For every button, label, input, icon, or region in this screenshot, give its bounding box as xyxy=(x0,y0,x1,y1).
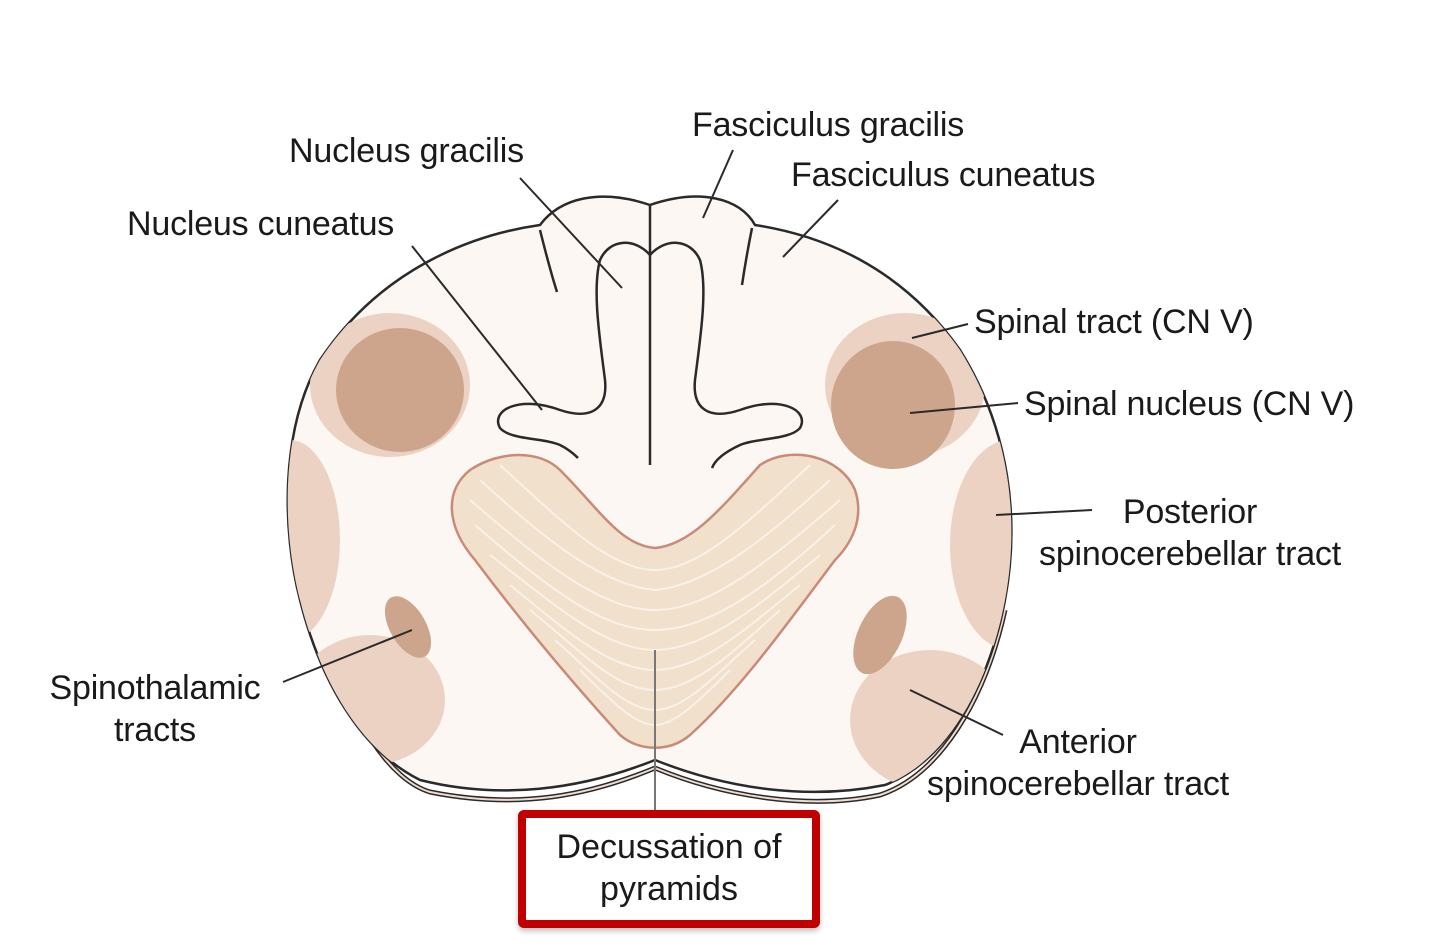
label-decussation-line1: Decussation of xyxy=(556,828,782,866)
right-spinal-nucleus-cnv xyxy=(831,341,955,469)
leader-spinothalamic xyxy=(282,629,413,683)
label-posterior-spinocerebellar-line1: Posterior xyxy=(1122,493,1258,531)
label-nucleus-cuneatus: Nucleus cuneatus xyxy=(127,205,395,243)
label-spinothalamic-line2: tracts xyxy=(114,711,196,749)
label-fasciculus-gracilis: Fasciculus gracilis xyxy=(692,106,965,144)
right-gracile-nucleus-outline xyxy=(649,241,804,469)
leader-fasciculus-gracilis xyxy=(702,149,734,219)
highlighted-label-box: Decussation of pyramids xyxy=(518,810,820,928)
label-spinothalamic-line1: Spinothalamic xyxy=(49,669,261,707)
pyramids xyxy=(450,453,860,749)
left-spinothalamic-tract xyxy=(384,596,432,658)
left-spinal-nucleus-cnv xyxy=(336,328,464,452)
leader-fasciculus-cuneatus xyxy=(782,199,839,258)
right-posterior-spinocerebellar-tract xyxy=(950,440,1012,650)
label-posterior-spinocerebellar-tract: Posterior spinocerebellar tract xyxy=(1018,491,1362,575)
label-spinal-tract-cnv: Spinal tract (CN V) xyxy=(974,303,1254,341)
label-posterior-spinocerebellar-line2: spinocerebellar tract xyxy=(1039,535,1341,573)
label-fasciculus-cuneatus: Fasciculus cuneatus xyxy=(791,156,1096,194)
label-decussation-of-pyramids: Decussation of pyramids xyxy=(526,826,812,910)
right-spinothalamic-tract xyxy=(853,595,907,675)
label-anterior-spinocerebellar-tract: Anterior spinocerebellar tract xyxy=(906,721,1250,805)
right-posterior-intermediate-sulcus xyxy=(740,227,754,286)
left-posterior-spinocerebellar-tract xyxy=(287,440,340,640)
leader-spinal-tract xyxy=(911,323,969,339)
left-posterior-intermediate-sulcus xyxy=(538,229,559,293)
label-anterior-spinocerebellar-line1: Anterior xyxy=(1019,723,1137,761)
leader-nucleus-gracilis xyxy=(519,177,623,289)
label-spinal-nucleus-cnv: Spinal nucleus (CN V) xyxy=(1024,385,1355,423)
label-nucleus-gracilis: Nucleus gracilis xyxy=(289,132,524,170)
leader-posterior-spinocerebellar xyxy=(995,509,1093,516)
left-gracile-nucleus-outline xyxy=(496,241,651,459)
pyramid-fibers xyxy=(469,464,841,727)
label-anterior-spinocerebellar-line2: spinocerebellar tract xyxy=(927,765,1229,803)
leader-spinal-nucleus xyxy=(909,402,1019,414)
leader-anterior-spinocerebellar xyxy=(909,689,1004,736)
label-spinothalamic-tracts: Spinothalamic tracts xyxy=(30,667,280,751)
leader-nucleus-cuneatus xyxy=(411,245,543,411)
label-decussation-line2: pyramids xyxy=(600,870,738,908)
